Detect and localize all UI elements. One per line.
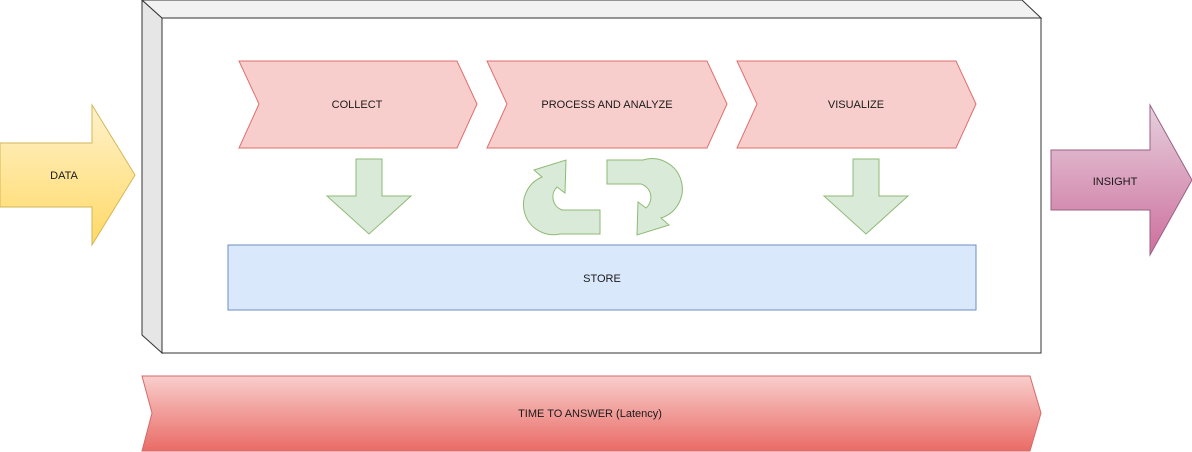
stage-collect-label: COLLECT — [332, 99, 383, 111]
process-cycle-icon — [522, 158, 683, 236]
insight-output-arrow: INSIGHT — [1050, 103, 1192, 257]
store-box: STORE — [227, 244, 977, 311]
system-box-side-face — [141, 0, 163, 355]
stage-collect: COLLECT — [238, 60, 478, 149]
stage-process-analyze: PROCESS AND ANALYZE — [486, 60, 728, 149]
cycle-arrow-right-icon — [606, 158, 683, 236]
visualize-down-arrow-icon — [822, 158, 910, 235]
stage-process-analyze-label: PROCESS AND ANALYZE — [541, 99, 672, 111]
data-input-label: DATA — [50, 170, 78, 182]
cycle-arrow-left-icon — [522, 159, 601, 236]
insight-output-label: INSIGHT — [1093, 176, 1138, 188]
store-label: STORE — [583, 273, 621, 285]
stage-visualize-label: VISUALIZE — [828, 99, 884, 111]
latency-bar: TIME TO ANSWER (Latency) — [141, 375, 1042, 452]
stage-visualize: VISUALIZE — [736, 60, 977, 149]
system-box-top-face — [141, 0, 1043, 19]
data-input-arrow: DATA — [0, 103, 136, 247]
latency-bar-label: TIME TO ANSWER (Latency) — [518, 408, 662, 420]
collect-down-arrow-icon — [325, 158, 413, 235]
